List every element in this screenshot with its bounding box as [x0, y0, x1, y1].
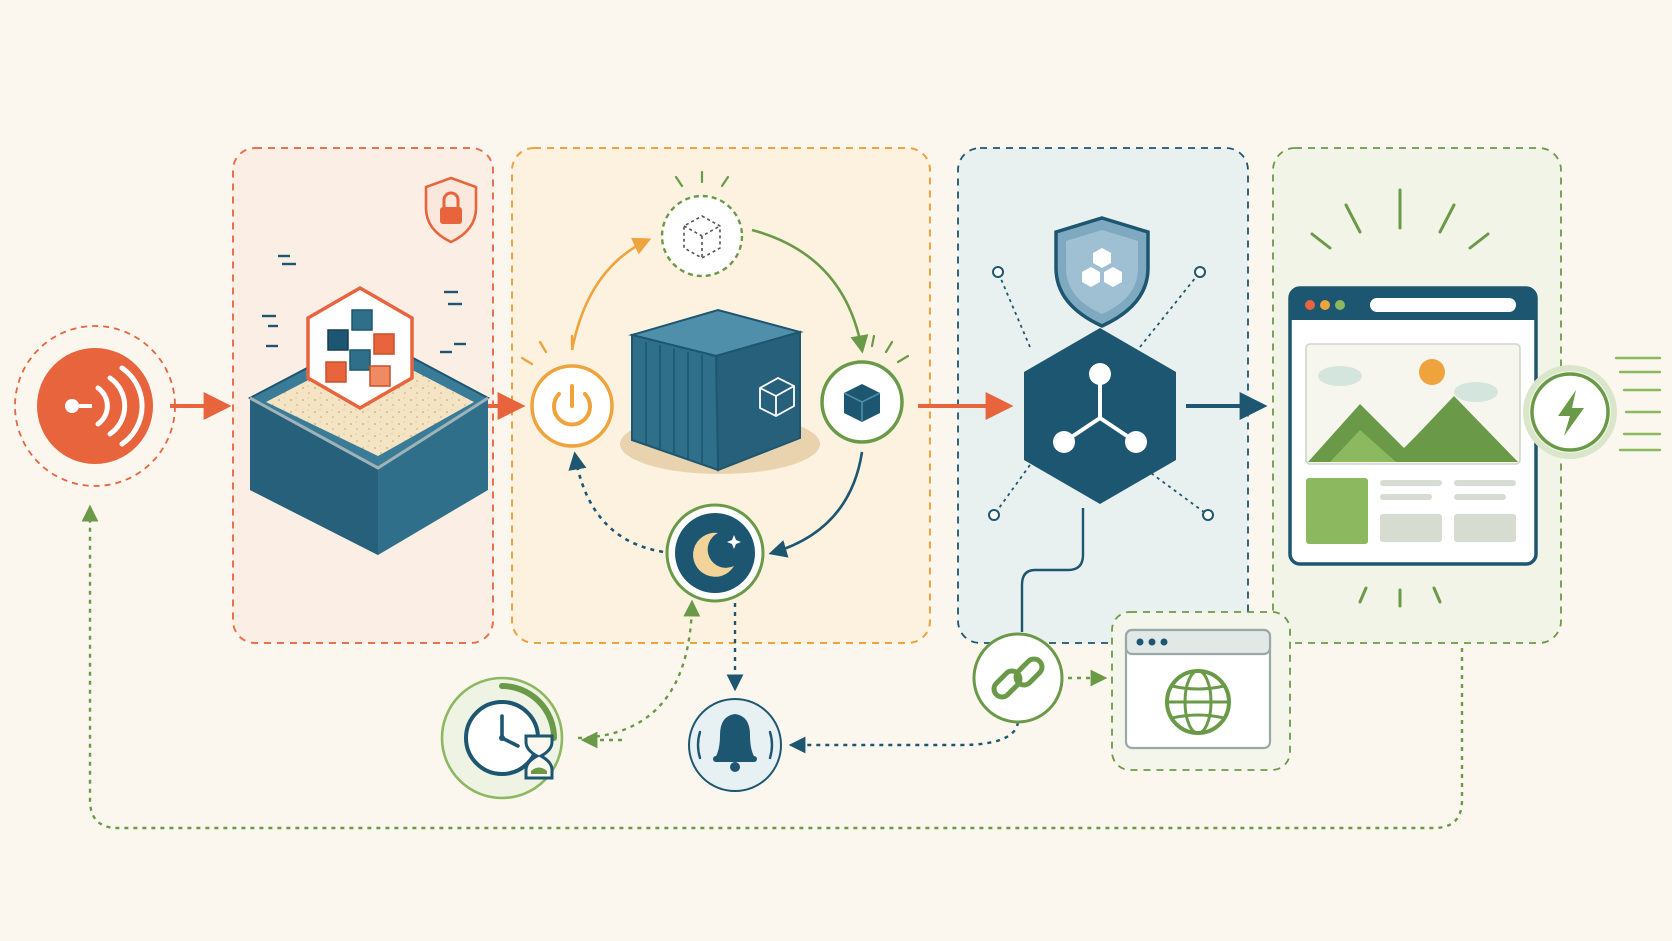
cube-icon	[820, 334, 910, 444]
browser-window-icon	[1288, 188, 1538, 608]
hub-network-icon	[988, 266, 1214, 521]
honeycomb-shield-icon	[1054, 216, 1150, 328]
loop-arrow-dashed-cube-to-cube	[751, 228, 869, 354]
clock-hourglass-icon	[440, 676, 564, 800]
loop-arrow-moon-to-power	[568, 451, 673, 555]
moon-sleep-icon	[665, 503, 765, 603]
arrow-link-to-bell	[788, 721, 1020, 754]
shipping-container-icon	[620, 308, 820, 474]
bell-icon	[688, 698, 782, 792]
link-chain-icon	[972, 632, 1064, 724]
sandbox-cubes-icon	[247, 254, 490, 555]
lock-shield-icon	[424, 176, 478, 244]
lightning-icon	[1523, 356, 1662, 459]
dashed-cube-icon	[660, 170, 744, 278]
loop-arrow-cube-to-moon	[768, 451, 864, 558]
feedback-loop-arrow	[81, 504, 1464, 830]
connector-hub-to-link	[1020, 508, 1085, 632]
loop-arrow-power-to-dashed-cube	[570, 237, 652, 351]
wireless-signal-icon	[14, 325, 176, 487]
power-icon	[520, 334, 614, 448]
globe-browser-icon	[1124, 628, 1272, 750]
